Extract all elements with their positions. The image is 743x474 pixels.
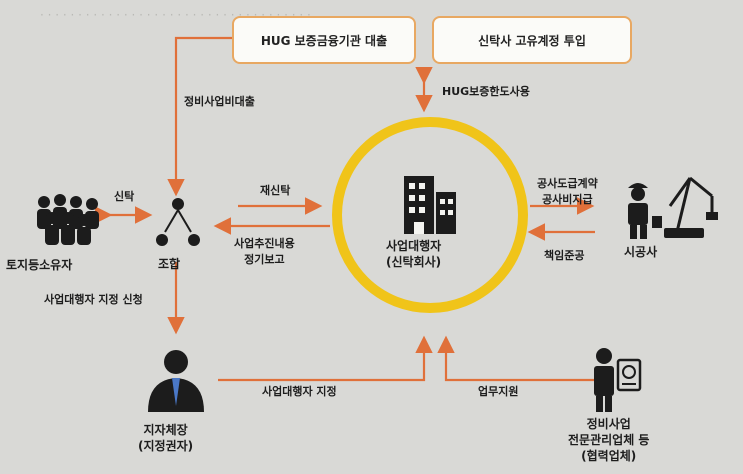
- hug-loan-box: HUG 보증금융기관 대출: [232, 16, 416, 64]
- mayor-label-line1: 지자체장: [143, 423, 188, 437]
- mayor-label: 지자체장 (지정권자): [138, 422, 193, 454]
- contractor-label: 시공사: [624, 245, 658, 259]
- designate-label: 사업대행자 지정: [262, 385, 337, 398]
- designate-arrow: [218, 335, 433, 382]
- association-icon: [156, 198, 200, 246]
- trust-account-box: 신탁사 고유계정 투입: [432, 16, 632, 64]
- association-label: 조합: [158, 257, 181, 271]
- manager-label-line2: 전문관리업체 등: [568, 433, 650, 447]
- retrust-label: 재신탁: [260, 184, 291, 197]
- manager-label: 정비사업 전문관리업체 등 (협력업체): [568, 416, 649, 464]
- developer-label-line1: 사업대행자: [386, 239, 442, 253]
- support-arrow: [437, 335, 598, 382]
- hug-limit-label: HUG보증한도사용: [442, 85, 530, 98]
- mayor-icon: [148, 350, 204, 412]
- building-icon: [404, 176, 456, 234]
- loan-arrow: [167, 36, 232, 197]
- report-label: 사업추진내용 정기보고: [234, 236, 295, 268]
- report-label-line2: 정기보고: [244, 253, 285, 266]
- trust-label: 신탁: [114, 190, 135, 203]
- contract-label-line2: 공사비지급: [542, 193, 593, 206]
- developer-circle: [332, 117, 528, 313]
- landowners-icon: [37, 194, 99, 245]
- developer-label: 사업대행자 (신탁회사): [386, 238, 441, 270]
- developer-label-line2: (신탁회사): [386, 255, 442, 269]
- contract-label-line1: 공사도급계약: [537, 177, 598, 190]
- hug-loan-label: HUG 보증금융기관 대출: [260, 33, 388, 48]
- contractor-icon: [628, 183, 662, 239]
- contract-label: 공사도급계약 공사비지급: [537, 176, 598, 208]
- crane-icon: [668, 176, 714, 238]
- mayor-label-line2: (지정권자): [138, 439, 194, 453]
- loan-label: 정비사업비대출: [184, 95, 255, 108]
- report-label-line1: 사업추진내용: [234, 237, 295, 250]
- support-label: 업무지원: [478, 385, 519, 398]
- trust-account-label: 신탁사 고유계정 투입: [478, 33, 586, 48]
- manager-label-line3: (협력업체): [581, 449, 637, 463]
- manager-label-line1: 정비사업: [586, 417, 631, 431]
- landowners-label: 토지등소유자: [6, 258, 73, 272]
- apply-label: 사업대행자 지정 신청: [44, 293, 143, 306]
- completion-label: 책임준공: [544, 249, 585, 262]
- manager-icon: [594, 348, 642, 412]
